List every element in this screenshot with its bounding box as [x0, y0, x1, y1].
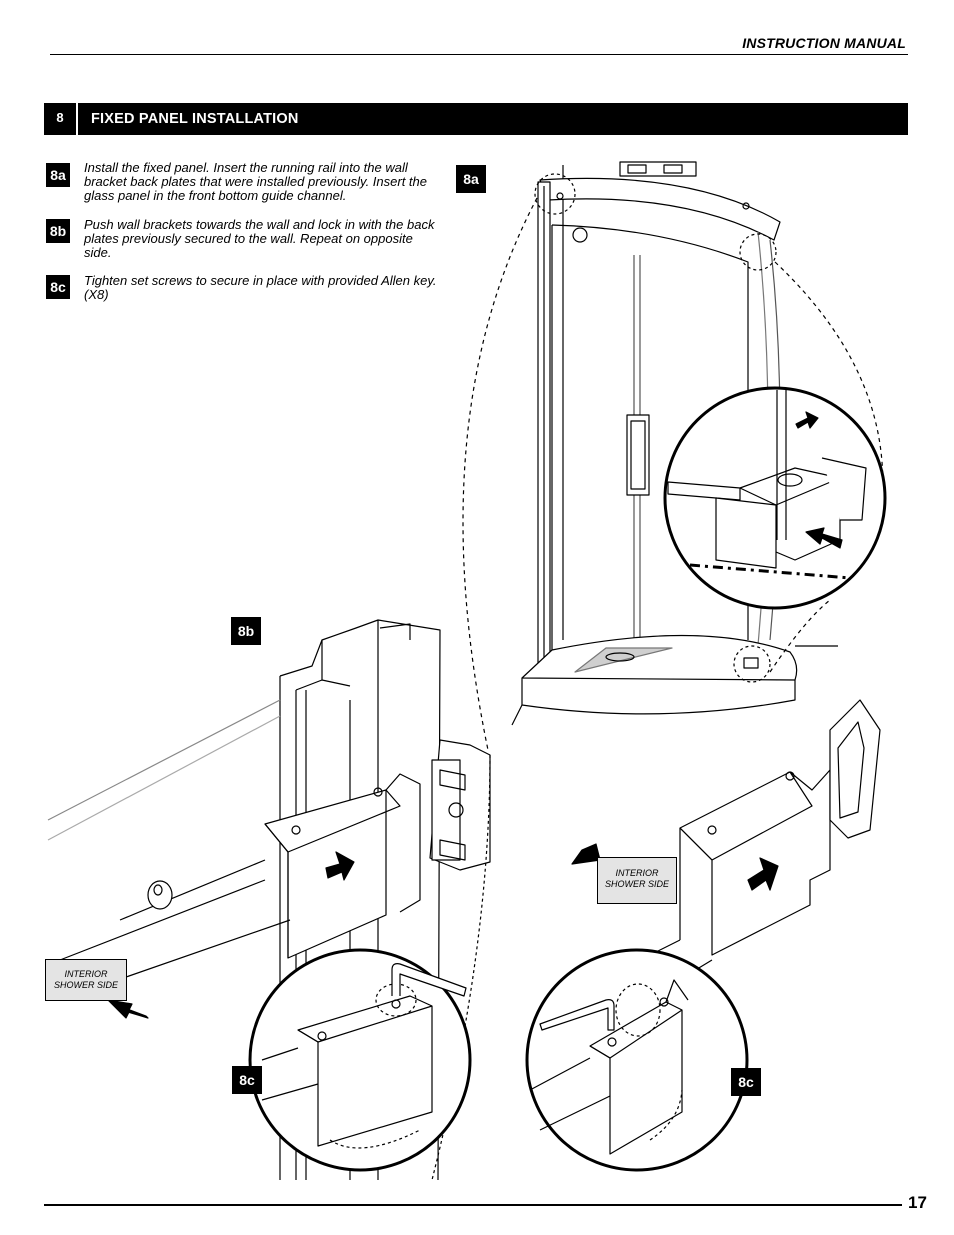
step-text-8b: Push wall brackets towards the wall and … [84, 217, 435, 260]
step-badge-8b: 8b [46, 219, 70, 243]
section-number: 8 [44, 103, 78, 135]
step-badge-8c: 8c [46, 275, 70, 299]
interior-shower-side-callout-right: INTERIOR SHOWER SIDE [597, 857, 677, 904]
shower-enclosure-drawing [462, 161, 884, 751]
set-screw-detail-left [248, 948, 472, 1172]
step-text-8c: Tighten set screws to secure in place wi… [84, 273, 437, 302]
step-badge-8a: 8a [46, 163, 70, 187]
figure-label-8a: 8a [456, 165, 486, 193]
header-rule [50, 54, 908, 55]
callout-right-line1: INTERIOR [615, 868, 659, 878]
section-bar: 8 FIXED PANEL INSTALLATION [44, 103, 908, 135]
callout-right-line2: SHOWER SIDE [604, 879, 669, 889]
page-number: 17 [908, 1193, 927, 1212]
header-title: INSTRUCTION MANUAL [742, 35, 906, 51]
interior-shower-side-callout-left: INTERIOR SHOWER SIDE [45, 959, 127, 1001]
footer-rule [44, 1204, 902, 1206]
figure-label-8c-left: 8c [232, 1066, 262, 1094]
callout-left-line2: SHOWER SIDE [53, 980, 118, 990]
step-text-8a: Install the fixed panel. Insert the runn… [84, 160, 427, 203]
section-title: FIXED PANEL INSTALLATION [91, 111, 299, 127]
figure-label-8b: 8b [231, 617, 261, 645]
figure-label-8c-right: 8c [731, 1068, 761, 1096]
callout-left-line1: INTERIOR [64, 969, 108, 979]
set-screw-detail-right [525, 948, 749, 1172]
rail-detail-zoom [663, 386, 887, 610]
